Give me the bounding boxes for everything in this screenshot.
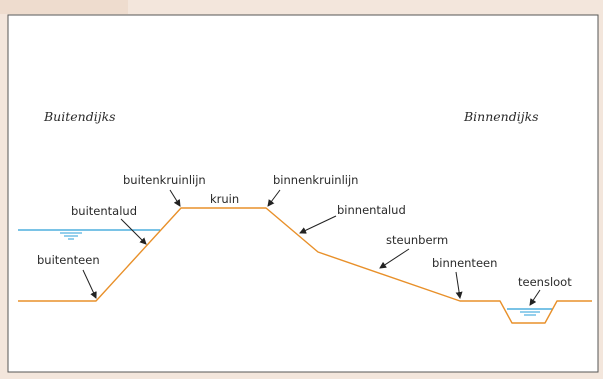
teensloot-label: teensloot (518, 275, 572, 289)
buitentalud-label: buitentalud (71, 204, 137, 218)
outside-label: Buitendijks (43, 109, 116, 124)
dike-profile-line (18, 207, 592, 324)
buitenteen-label: buitenteen (37, 253, 100, 267)
top-left-tab (0, 0, 128, 14)
steunberm-arrow (379, 248, 410, 269)
teensloot-arrow (529, 289, 541, 306)
buitenkruinlijn-label: buitenkruinlijn (123, 173, 206, 187)
binnenkruinlijn-label: binnenkruinlijn (273, 173, 358, 187)
ditch-water-symbol (520, 311, 540, 316)
kruin-label: kruin (210, 192, 239, 206)
binnenteen-arrow (455, 271, 463, 299)
buitentalud-arrow (120, 218, 147, 245)
buitenkruinlijn-arrow (169, 189, 181, 207)
water-level-symbol (60, 232, 82, 240)
binnentalud-label: binnentalud (337, 203, 406, 217)
steunberm-label: steunberm (386, 233, 448, 247)
binnenkruinlijn-arrow (267, 189, 281, 207)
buitenteen-arrow (82, 269, 97, 299)
diagram-panel (7, 14, 599, 373)
binnenteen-label: binnenteen (432, 256, 497, 270)
inside-label: Binnendijks (463, 109, 539, 124)
binnentalud-arrow (299, 215, 337, 234)
